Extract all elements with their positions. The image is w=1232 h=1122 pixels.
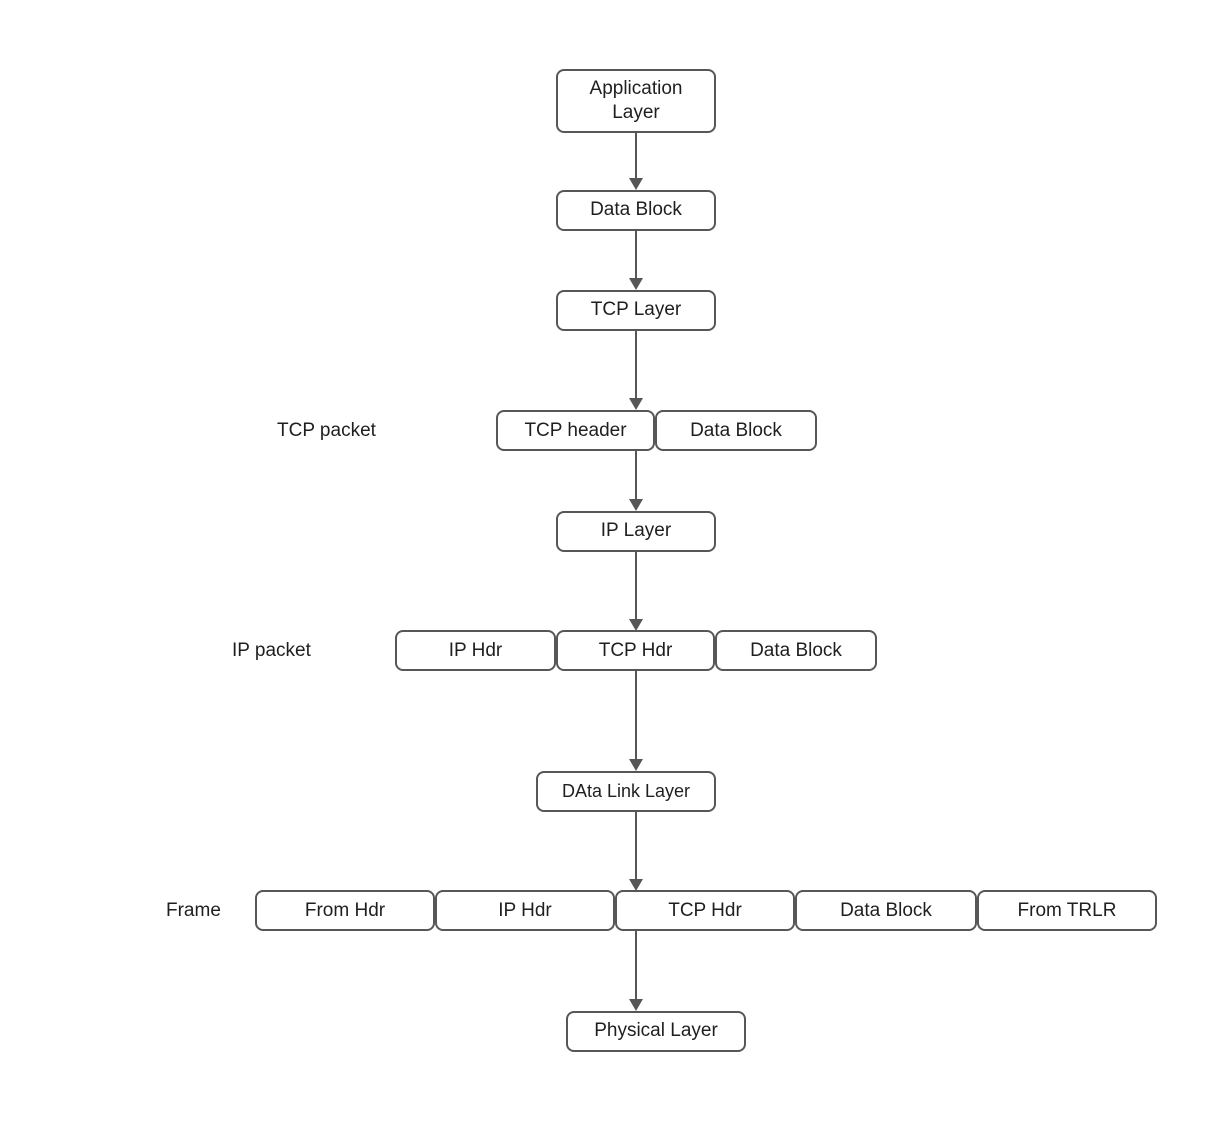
packet-row-frame: From Hdr IP Hdr TCP Hdr Data Block From …	[255, 890, 1157, 931]
segment-ip-hdr[interactable]: IP Hdr	[435, 890, 615, 931]
segment-tcp-header[interactable]: TCP header	[496, 410, 655, 451]
segment-tcp-hdr[interactable]: TCP Hdr	[615, 890, 795, 931]
arrow-tcp-packet-to-ip-layer	[629, 451, 643, 511]
node-physical-layer[interactable]: Physical Layer	[566, 1011, 746, 1052]
node-data-link-layer[interactable]: DAta Link Layer	[536, 771, 716, 812]
row-label-ip-packet: IP packet	[232, 640, 311, 661]
arrow-ip-layer-to-ip-packet	[629, 552, 643, 631]
node-ip-layer[interactable]: IP Layer	[556, 511, 716, 552]
packet-row-ip-packet: IP Hdr TCP Hdr Data Block	[395, 630, 877, 671]
packet-row-tcp-packet: TCP header Data Block	[496, 410, 817, 451]
node-data-block[interactable]: Data Block	[556, 190, 716, 231]
arrow-tcp-layer-to-tcp-packet	[629, 331, 643, 410]
segment-from-trlr[interactable]: From TRLR	[977, 890, 1157, 931]
segment-tcp-hdr[interactable]: TCP Hdr	[556, 630, 715, 671]
arrow-ip-packet-to-data-link-layer	[629, 671, 643, 771]
arrow-frame-to-physical-layer	[629, 931, 643, 1011]
node-tcp-layer[interactable]: TCP Layer	[556, 290, 716, 331]
segment-ip-hdr[interactable]: IP Hdr	[395, 630, 556, 671]
segment-data-block[interactable]: Data Block	[655, 410, 817, 451]
node-application-layer[interactable]: Application Layer	[556, 69, 716, 133]
arrow-data-block-to-tcp-layer	[629, 231, 643, 290]
row-label-frame: Frame	[166, 900, 221, 921]
arrow-data-link-layer-to-frame	[629, 812, 643, 891]
segment-data-block[interactable]: Data Block	[795, 890, 977, 931]
segment-data-block[interactable]: Data Block	[715, 630, 877, 671]
segment-from-hdr[interactable]: From Hdr	[255, 890, 435, 931]
row-label-tcp-packet: TCP packet	[277, 420, 376, 441]
arrow-application-to-data-block	[629, 133, 643, 190]
